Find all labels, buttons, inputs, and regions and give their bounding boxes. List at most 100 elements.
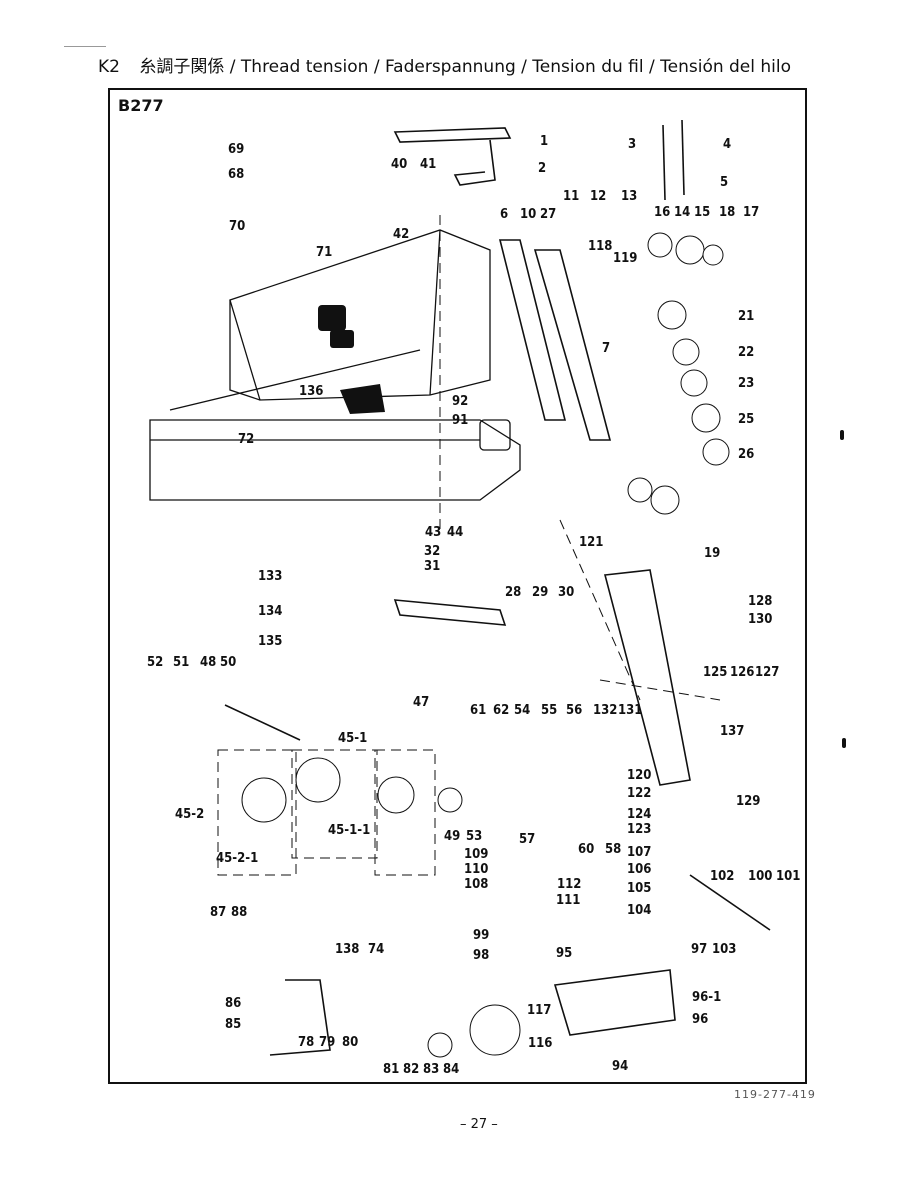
section-title: 糸調子関係 / Thread tension / Faderspannung /…: [139, 57, 792, 77]
part-label: 42: [393, 227, 409, 242]
part-label: 2: [538, 161, 546, 176]
part-label: 108: [464, 877, 488, 892]
part-label: 68: [228, 167, 244, 182]
section-header: K2 糸調子関係 / Thread tension / Faderspannun…: [98, 52, 791, 77]
part-label: 91: [452, 413, 468, 428]
part-label: 32: [424, 544, 440, 559]
part-label: 56: [566, 703, 582, 718]
part-label: 71: [316, 245, 332, 260]
part-label: 138: [335, 942, 359, 957]
part-label: 96-1: [692, 990, 721, 1005]
part-label: 82: [403, 1062, 419, 1077]
part-label: 83: [423, 1062, 439, 1077]
part-label: 47: [413, 695, 429, 710]
part-label: 85: [225, 1017, 241, 1032]
part-label: 70: [229, 219, 245, 234]
part-label: 88: [231, 905, 247, 920]
part-label: 104: [627, 903, 651, 918]
part-label: 95: [556, 946, 572, 961]
part-label: 45-2: [175, 807, 204, 822]
part-label: 94: [612, 1059, 628, 1074]
part-label: 100: [748, 869, 772, 884]
part-label: 126: [730, 665, 754, 680]
part-label: 14: [674, 205, 690, 220]
part-label: 127: [755, 665, 779, 680]
part-label: 74: [368, 942, 384, 957]
part-label: 97: [691, 942, 707, 957]
part-label: 96: [692, 1012, 708, 1027]
part-label: 7: [602, 341, 610, 356]
part-label: 12: [590, 189, 606, 204]
part-label: 69: [228, 142, 244, 157]
part-label: 45-1: [338, 731, 367, 746]
part-label: 106: [627, 862, 651, 877]
part-label: 4: [723, 137, 731, 152]
part-label: 21: [738, 309, 754, 324]
part-label: 136: [299, 384, 323, 399]
part-label: 53: [466, 829, 482, 844]
part-label: 22: [738, 345, 754, 360]
part-label: 79: [319, 1035, 335, 1050]
part-label: 135: [258, 634, 282, 649]
part-label: 72: [238, 432, 254, 447]
top-rule: [64, 46, 106, 47]
page-number: – 27 –: [460, 1117, 498, 1132]
part-label: 112: [557, 877, 581, 892]
part-label: 61: [470, 703, 486, 718]
part-label: 60: [578, 842, 594, 857]
part-label: 116: [528, 1036, 552, 1051]
part-label: 6: [500, 207, 508, 222]
part-label: 49: [444, 829, 460, 844]
part-label: 17: [743, 205, 759, 220]
part-label: 45-2-1: [216, 851, 258, 866]
part-label: 30: [558, 585, 574, 600]
part-label: 130: [748, 612, 772, 627]
part-label: 51: [173, 655, 189, 670]
part-label: 124: [627, 807, 651, 822]
part-label: 98: [473, 948, 489, 963]
part-label: 57: [519, 832, 535, 847]
part-label: 87: [210, 905, 226, 920]
dashed-groups: [217, 215, 721, 876]
part-label: 55: [541, 703, 557, 718]
part-label: 111: [556, 893, 580, 908]
diagram-frame: B277: [108, 88, 807, 1084]
part-label: 54: [514, 703, 530, 718]
part-label: 29: [532, 585, 548, 600]
section-code: K2: [98, 57, 120, 77]
part-label: 50: [220, 655, 236, 670]
part-label: 110: [464, 862, 488, 877]
part-label: 131: [618, 703, 642, 718]
dark-part-shapes: [318, 305, 385, 414]
part-label: 27: [540, 207, 556, 222]
part-label: 45-1-1: [328, 823, 370, 838]
part-label: 81: [383, 1062, 399, 1077]
tension-discs: [241, 232, 730, 1058]
part-label: 52: [147, 655, 163, 670]
part-label: 26: [738, 447, 754, 462]
part-label: 134: [258, 604, 282, 619]
part-label: 99: [473, 928, 489, 943]
part-label: 1: [540, 134, 548, 149]
part-number-labels: 1 2 3 4 5 6 7 10 11 12 13 14 15 16 17 18…: [147, 134, 800, 1077]
part-label: 41: [420, 157, 436, 172]
tension-bracket-plates: [224, 119, 771, 1056]
part-label: 86: [225, 996, 241, 1011]
part-label: 58: [605, 842, 621, 857]
part-label: 103: [712, 942, 736, 957]
part-label: 43: [425, 525, 441, 540]
part-label: 16: [654, 205, 670, 220]
part-label: 125: [703, 665, 727, 680]
part-label: 109: [464, 847, 488, 862]
part-label: 44: [447, 525, 463, 540]
part-label: 92: [452, 394, 468, 409]
margin-mark: [842, 738, 846, 748]
part-label: 62: [493, 703, 509, 718]
part-label: 120: [627, 768, 651, 783]
part-label: 11: [563, 189, 579, 204]
part-label: 107: [627, 845, 651, 860]
part-label: 18: [719, 205, 735, 220]
part-label: 13: [621, 189, 637, 204]
part-label: 5: [720, 175, 728, 190]
part-label: 48: [200, 655, 216, 670]
